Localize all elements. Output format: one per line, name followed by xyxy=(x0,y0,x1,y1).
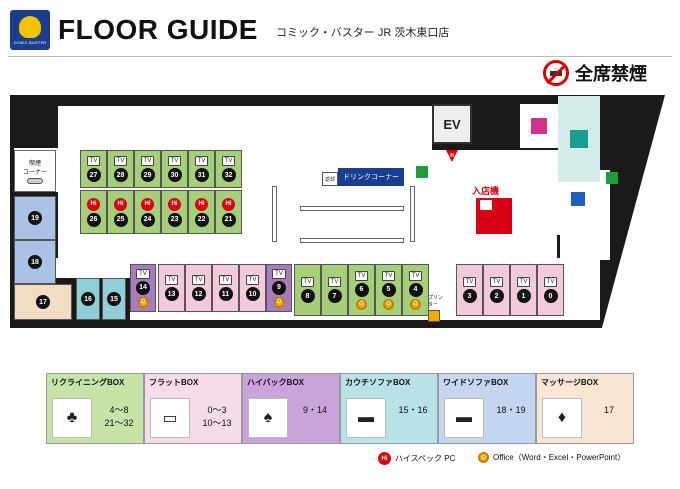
comic-buster-logo: COMIC BUSTER xyxy=(10,10,50,50)
smoking-corner-label: 喫煙 コーナー xyxy=(22,161,47,176)
legend-value: 15・16 xyxy=(398,405,428,415)
booth-18[interactable]: 18 xyxy=(14,240,56,284)
reception-inner xyxy=(480,200,492,210)
no-smoking-notice: 全席禁煙 xyxy=(543,60,647,86)
floor-interior xyxy=(512,150,560,235)
legend-seat-icon: ▭ xyxy=(150,398,190,438)
page-title: FLOOR GUIDE xyxy=(58,14,258,45)
legend-seat-icon: ▬ xyxy=(346,398,386,438)
logo-text: COMIC BUSTER xyxy=(13,39,47,45)
table xyxy=(300,206,404,211)
legend-value: 18・19 xyxy=(496,405,526,415)
floor-slant xyxy=(600,95,680,335)
emergency-exit-icon xyxy=(606,172,618,184)
emergency-exit-icon xyxy=(416,166,428,178)
legend-title: リクライニングBOX xyxy=(51,378,125,387)
store-name: コミック・バスター JR 茨木東口店 xyxy=(276,27,450,39)
printer-icon xyxy=(428,310,440,322)
floor-interior xyxy=(560,170,610,260)
legend-value: 4〜8 21〜32 xyxy=(104,405,134,428)
legend-seat-icon: ♠ xyxy=(248,398,288,438)
table xyxy=(410,186,415,242)
legend-seat-icon: ▬ xyxy=(444,398,484,438)
booth-14[interactable]: TV 14 O xyxy=(130,264,156,312)
booth-9[interactable]: TV 9 O xyxy=(266,264,292,312)
elevator: EV xyxy=(432,104,472,144)
hi-spec-key: Hi ハイスペック PC xyxy=(378,452,455,465)
office-key: O Office（Word・Excel・PowerPoint） xyxy=(478,452,625,463)
booth-15[interactable]: 15 xyxy=(102,278,126,320)
male-restroom-icon xyxy=(571,192,585,206)
booth-17[interactable]: 17 xyxy=(14,284,72,320)
smoking-corner: 喫煙 コーナー xyxy=(14,150,56,192)
legend-item: ハイバックBOX ♠ 9・14 xyxy=(242,373,340,444)
no-smoking-icon xyxy=(543,60,569,86)
logo-mark-icon xyxy=(19,15,41,38)
legend-item: ワイドソファBOX ▬ 18・19 xyxy=(438,373,536,444)
legend-title: カウチソファBOX xyxy=(345,378,411,387)
legend-item: カウチソファBOX ▬ 15・16 xyxy=(340,373,438,444)
legend-value: 17 xyxy=(603,405,614,415)
restroom-male xyxy=(560,186,596,212)
legend-title: フラットBOX xyxy=(149,378,199,387)
legend-item: フラットBOX ▭ 0〜3 10〜13 xyxy=(144,373,242,444)
legend-title: ワイドソファBOX xyxy=(443,378,509,387)
female-restroom-icon xyxy=(531,118,547,134)
legend-item: マッサージBOX ♦ 17 xyxy=(536,373,634,444)
accessible-restroom-icon xyxy=(570,130,588,148)
legend-seat-icon: ♣ xyxy=(52,398,92,438)
table xyxy=(272,186,277,242)
floor-plan: 喫煙 コーナー 19 18 17 16 15 TV 14 O TV 9 O プリ… xyxy=(10,95,680,335)
ticket-machine-label: 入店機 xyxy=(472,186,500,196)
drink-corner: ドリンクコーナー xyxy=(338,168,404,186)
smoking-icon xyxy=(27,178,43,184)
legend-title: ハイバックBOX xyxy=(247,378,305,387)
table xyxy=(300,238,404,243)
legend-value: 9・14 xyxy=(302,405,328,415)
drink-corner-sub: 返却 xyxy=(322,172,338,186)
legend-item: リクライニングBOX ♣ 4〜8 21〜32 xyxy=(46,373,144,444)
mens-restroom xyxy=(558,96,600,182)
legend-value: 0〜3 10〜13 xyxy=(202,405,232,428)
printer: プリンター xyxy=(428,294,446,322)
no-smoking-label: 全席禁煙 xyxy=(575,64,647,84)
womens-restroom xyxy=(520,104,558,148)
booth-16[interactable]: 16 xyxy=(76,278,100,320)
header-divider xyxy=(8,56,672,57)
legend-title: マッサージBOX xyxy=(541,378,599,387)
legend-seat-icon: ♦ xyxy=(542,398,582,438)
booth-19[interactable]: 19 xyxy=(14,196,56,240)
